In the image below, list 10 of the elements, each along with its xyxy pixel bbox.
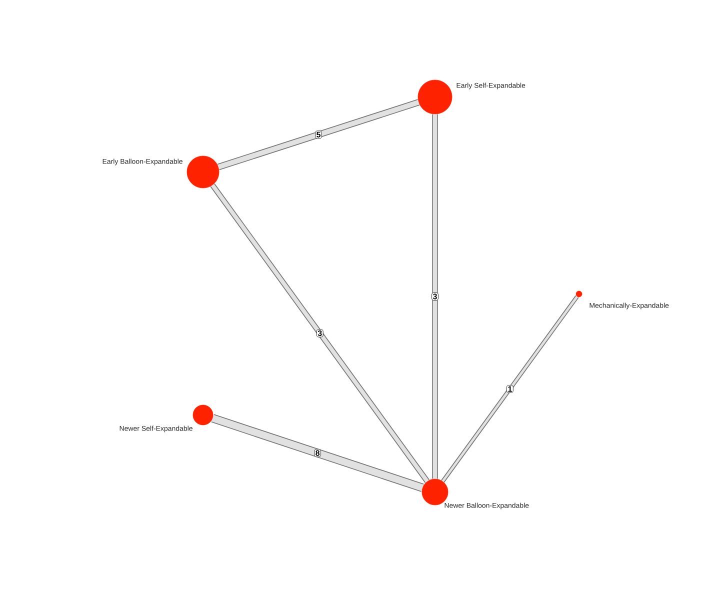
- edge-line: [211, 414, 424, 492]
- edge-line: [210, 183, 430, 483]
- edge-label: 1: [506, 385, 514, 393]
- edge-label: 5: [315, 130, 322, 139]
- edge-line: [441, 295, 579, 483]
- edge-label: 3: [432, 292, 438, 301]
- edge-line: [432, 114, 438, 479]
- edge-label: 8: [314, 449, 321, 458]
- edge-line: [217, 99, 420, 170]
- edge-label: 3: [316, 329, 324, 338]
